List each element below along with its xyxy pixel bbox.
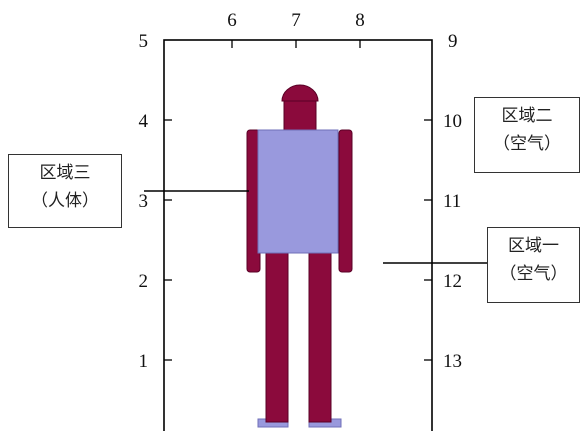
plot-frame xyxy=(163,39,433,431)
top-tick-label-7: 7 xyxy=(291,10,301,31)
left-tick-label-3: 3 xyxy=(139,191,149,212)
right-tick-label-11: 11 xyxy=(443,191,461,212)
top-tick-label-6: 6 xyxy=(227,10,237,31)
region-two-medium: （空气） xyxy=(493,134,561,154)
right-tick-label-9: 9 xyxy=(448,31,458,52)
right-tick-label-10: 10 xyxy=(443,111,462,132)
right-tick-label-13: 13 xyxy=(443,351,462,372)
left-tick-label-4: 4 xyxy=(139,111,149,132)
left-leg xyxy=(265,251,289,423)
neck xyxy=(283,98,317,133)
top-tick-label-8: 8 xyxy=(355,10,365,31)
region-one-medium: （空气） xyxy=(499,264,568,284)
region-three-name: 区域三 xyxy=(39,163,91,183)
region-one-callout: 区域一 （空气） xyxy=(487,227,580,303)
right-leg xyxy=(308,251,332,423)
right-tick-label-12: 12 xyxy=(443,271,462,292)
region-three-callout: 区域三 （人体） xyxy=(8,154,122,228)
region-three-medium: （人体） xyxy=(31,191,99,211)
right-arm xyxy=(338,129,353,273)
left-tick-label-2: 2 xyxy=(139,271,149,292)
region-two-callout: 区域二 （空气） xyxy=(474,97,580,173)
torso xyxy=(257,129,339,254)
region-two-name: 区域二 xyxy=(501,106,553,126)
region-one-name: 区域一 xyxy=(508,236,559,256)
left-tick-label-1: 1 xyxy=(139,351,149,372)
head xyxy=(281,84,319,102)
human-figure xyxy=(246,84,353,428)
left-tick-label-5: 5 xyxy=(139,31,149,52)
